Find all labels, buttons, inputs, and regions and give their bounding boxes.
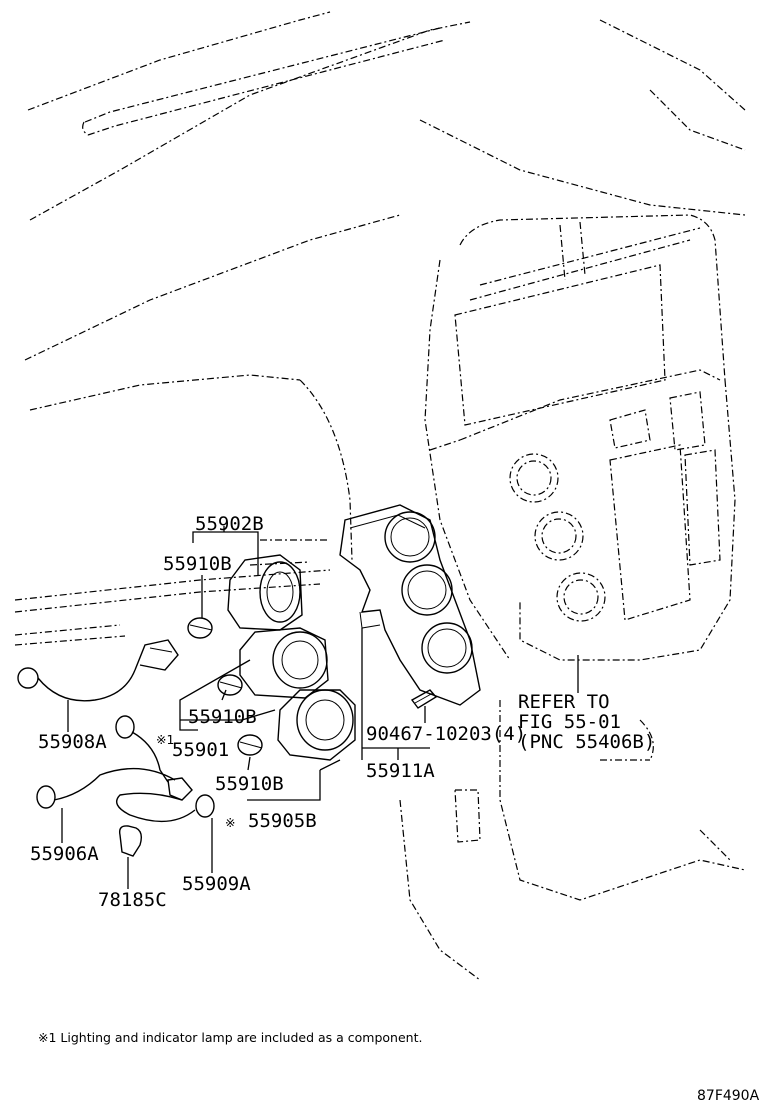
figure-code: 87F490A (697, 1088, 760, 1104)
part-label-55909a: 55909A (182, 873, 251, 895)
control-panel-bezel (339, 504, 481, 706)
footnote: ※1 Lighting and indicator lamp are inclu… (38, 1030, 422, 1045)
part-label-78185c: 78185C (98, 889, 167, 911)
wire-harness-55909a (116, 792, 215, 823)
switch-knob-top (227, 554, 303, 631)
part-label-55911a: 55911A (366, 760, 435, 782)
part-label-55902b: 55902B (195, 513, 264, 535)
wire-harness-55908a (17, 639, 179, 702)
bulb-middle (217, 674, 243, 696)
part-label-55910b-upper: 55910B (163, 553, 232, 575)
refer-text-line1: REFER TO (518, 691, 610, 713)
dashboard-outline (14, 11, 746, 981)
part-label-90467: 90467-10203(4) (366, 723, 526, 745)
leader-lines (61, 526, 579, 889)
screw-90467 (410, 689, 438, 709)
part-label-55908a: 55908A (38, 731, 107, 753)
wire-harness-55906a (36, 715, 193, 809)
clamp-78185c (118, 825, 143, 857)
refer-text-line2: FIG 55-01 (518, 711, 621, 733)
part-mark-55905b: ※ (225, 815, 235, 830)
bulb-lower (237, 734, 263, 756)
part-label-55905b: 55905B (248, 810, 317, 832)
part-label-55910b-lower: 55910B (215, 773, 284, 795)
part-mark-55901: ※1 (156, 732, 174, 747)
refer-text-line3: (PNC 55406B) (518, 731, 655, 753)
switch-knob-bottom (277, 689, 356, 761)
part-label-55910b-middle: 55910B (188, 706, 257, 728)
part-label-55901: 55901 (172, 739, 229, 761)
switch-knob-middle (239, 627, 329, 699)
bulb-upper (187, 617, 213, 639)
part-label-55906a: 55906A (30, 843, 99, 865)
